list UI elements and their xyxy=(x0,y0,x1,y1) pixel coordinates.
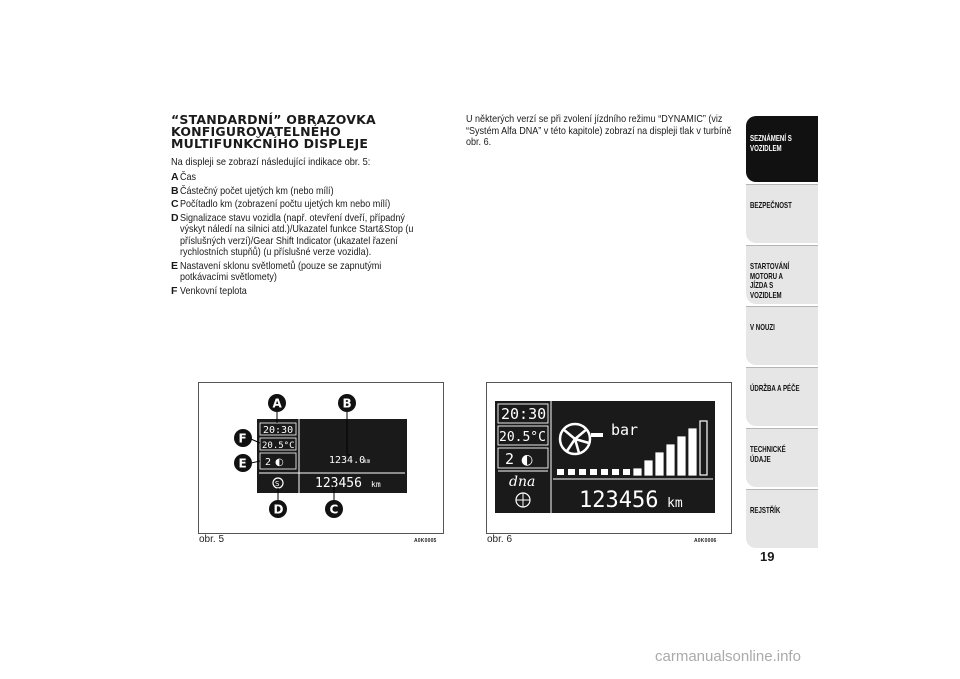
item-text: Signalizace stavu vozidla (např. otevřen… xyxy=(180,211,414,258)
watermark-text: carmanualsonline.info xyxy=(655,648,801,665)
fig6-unit: bar xyxy=(611,421,638,439)
item-text: Čas xyxy=(180,171,197,183)
intro-text: Na displeji se zobrazí následující indik… xyxy=(171,156,371,168)
item-letter: A xyxy=(171,171,179,183)
svg-text:F: F xyxy=(239,432,247,446)
fig5-odo-unit: km xyxy=(371,480,381,489)
figure-5-illustration: 20:30 20.5°C 2 ◐ S 1234.0 km 123456 km A… xyxy=(234,394,407,518)
dynamic-paragraph: U některých verzí se při zvolení jízdníh… xyxy=(466,113,732,148)
tab-label: STARTOVÁNÍ MOTORU A JÍZDA S VOZIDLEM xyxy=(750,261,790,300)
bar-segment xyxy=(590,469,597,475)
item-text: Počítadlo km (zobrazení počtu ujetých km… xyxy=(180,198,391,210)
figure-6: 20:30 20.5°C 2 ◐ dna bar 123456 km xyxy=(486,382,732,534)
tab-label: TECHNICKÉ ÚDAJE xyxy=(750,444,786,464)
callout-f: F xyxy=(234,429,252,447)
item-letter: B xyxy=(171,184,179,197)
fig6-temp: 20.5°C xyxy=(499,430,546,445)
fig5-code: A0K0005 xyxy=(414,538,437,544)
tab-safety[interactable]: BEZPEČNOST xyxy=(746,184,818,243)
bar-segment xyxy=(623,469,630,475)
fig5-trip: 1234.0 xyxy=(329,455,365,466)
tab-introduction[interactable]: SEZNÁMENÍ S VOZIDLEM xyxy=(746,116,818,182)
tab-label: ÚDRŽBA A PÉČE xyxy=(750,383,800,393)
tab-label: REJSTŘÍK xyxy=(750,505,781,515)
fig5-temp: 20.5°C xyxy=(262,441,295,451)
item-letter: C xyxy=(171,198,179,210)
bar-segment xyxy=(688,428,697,476)
chapter-sidebar: SEZNÁMENÍ S VOZIDLEM BEZPEČNOST STARTOVÁ… xyxy=(746,116,818,550)
fig6-time: 20:30 xyxy=(501,405,546,423)
figure-5: 20:30 20.5°C 2 ◐ S 1234.0 km 123456 km A… xyxy=(198,382,444,534)
bar-segment xyxy=(579,469,586,475)
tab-label: SEZNÁMENÍ S VOZIDLEM xyxy=(750,133,792,153)
heading-line-3: MULTIFUNKČNÍHO DISPLEJE xyxy=(171,136,369,151)
fig5-lamp-level: 2 xyxy=(265,457,271,468)
item-letter: E xyxy=(171,259,179,272)
fig5-time: 20:30 xyxy=(263,425,293,436)
heading-line-1: “STANDARDNÍ” OBRAZOVKA xyxy=(171,112,376,127)
fig6-odo: 123456 xyxy=(579,488,658,513)
item-text: Částečný počet ujetých km (nebo mílí) xyxy=(180,184,334,197)
bar-segment xyxy=(699,420,708,476)
svg-text:D: D xyxy=(274,503,284,517)
bar-segment xyxy=(666,444,675,476)
fig6-odo-unit: km xyxy=(667,496,683,511)
item-letter: F xyxy=(171,284,178,297)
page-number: 19 xyxy=(760,549,775,564)
fig6-dna: dna xyxy=(509,474,535,490)
callout-a: A xyxy=(268,394,286,412)
bar-segment xyxy=(655,452,664,476)
item-text: Venkovní teplota xyxy=(180,284,247,297)
bar-segment xyxy=(644,460,653,476)
left-column: “STANDARDNÍ” OBRAZOVKA KONFIGUROVATELNÉH… xyxy=(171,112,456,299)
svg-text:C: C xyxy=(330,503,339,517)
tab-index[interactable]: REJSTŘÍK xyxy=(746,489,818,548)
bar-segment xyxy=(557,469,564,475)
figure-6-illustration: 20:30 20.5°C 2 ◐ dna bar 123456 km xyxy=(495,401,715,513)
fig6-code: A0K0006 xyxy=(694,538,717,544)
bar-segment xyxy=(633,468,642,476)
callout-e: E xyxy=(234,454,252,472)
heading-line-2: KONFIGUROVATELNÉHO xyxy=(171,124,341,139)
callout-d: D xyxy=(269,500,287,518)
fig5-trip-unit: km xyxy=(363,458,371,465)
headlamp-icon: ◐ xyxy=(521,452,533,468)
fig5-caption: obr. 5 xyxy=(199,534,225,545)
bar-segment xyxy=(601,469,608,475)
callout-b: B xyxy=(338,394,356,412)
fig5-odo: 123456 xyxy=(315,476,362,491)
tab-emergency[interactable]: V NOUZI xyxy=(746,306,818,365)
item-letter: D xyxy=(171,211,179,224)
svg-text:E: E xyxy=(239,457,247,471)
tab-label: V NOUZI xyxy=(750,322,775,332)
fig6-caption: obr. 6 xyxy=(487,534,513,545)
section-heading: “STANDARDNÍ” OBRAZOVKA KONFIGUROVATELNÉH… xyxy=(171,112,456,151)
tab-starting-driving[interactable]: STARTOVÁNÍ MOTORU A JÍZDA S VOZIDLEM xyxy=(746,245,818,304)
fig6-lamp-level: 2 xyxy=(505,450,514,468)
bar-segment xyxy=(677,436,686,476)
callout-c: C xyxy=(325,500,343,518)
headlamp-icon: ◐ xyxy=(275,457,284,468)
tab-maintenance[interactable]: ÚDRŽBA A PÉČE xyxy=(746,367,818,426)
svg-text:S: S xyxy=(275,480,280,488)
bar-segment xyxy=(568,469,575,475)
tab-technical-data[interactable]: TECHNICKÉ ÚDAJE xyxy=(746,428,818,487)
right-column: U některých verzí se při zvolení jízdníh… xyxy=(466,113,736,149)
svg-text:B: B xyxy=(343,397,352,411)
tab-label: BEZPEČNOST xyxy=(750,200,792,210)
svg-text:A: A xyxy=(273,397,283,411)
turbo-pressure-bar xyxy=(557,420,708,476)
bar-segment xyxy=(612,469,619,475)
item-text: Nastavení sklonu světlometů (pouze se za… xyxy=(180,259,382,283)
turbo-icon xyxy=(558,422,603,456)
